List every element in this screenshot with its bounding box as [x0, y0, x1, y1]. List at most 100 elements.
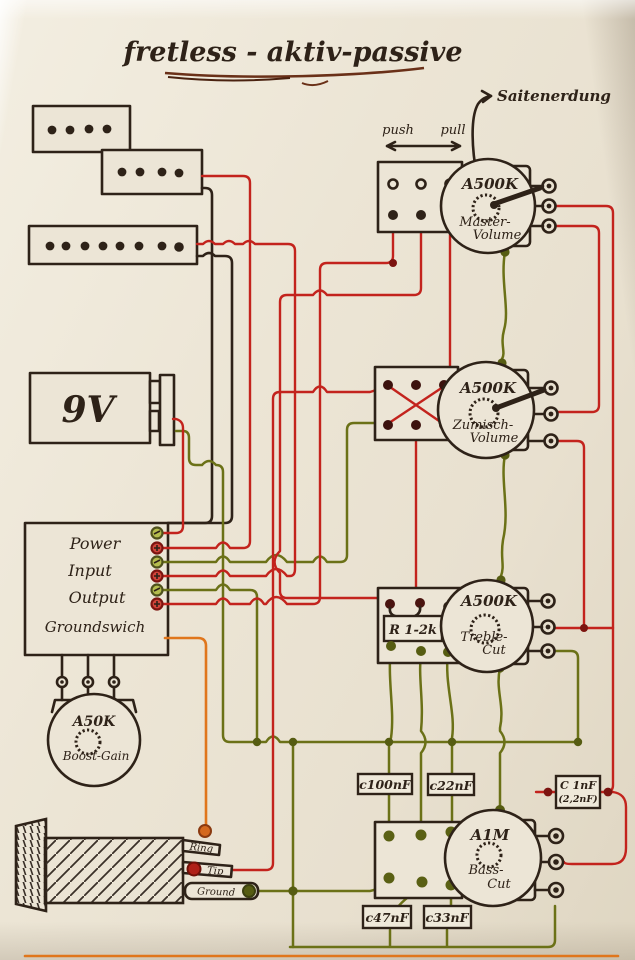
switch2-cross-wires [387, 385, 445, 425]
pot-lugs-blend [543, 380, 559, 449]
wire-switch1-to-switch2 [445, 216, 452, 384]
pot-value-master: A500K [460, 175, 519, 193]
switch-terminal [383, 420, 393, 430]
wire-case-blend-treble [499, 453, 507, 578]
switch-terminal [415, 178, 427, 190]
master-volume-assembly: A500K Master- Volume [376, 157, 557, 255]
preamp-terminals [150, 526, 164, 611]
pot-value-bass: A1M [469, 826, 510, 844]
jack-tab-ground [183, 881, 260, 901]
jack-tip-label: Tip [207, 865, 225, 877]
pot-shaft [469, 613, 501, 645]
junction-dot [288, 737, 298, 747]
jack-ground-label: Ground [197, 886, 235, 898]
preamp-box: Power Input Output Groundswich [23, 521, 170, 657]
pot-shaft [471, 193, 501, 223]
switch-terminal [388, 210, 398, 220]
saitenerdung-arrowhead [480, 89, 493, 104]
cap-c100-label: c100nF [359, 777, 412, 792]
blend-volume-assembly: A500K Zumisch- Volume [373, 360, 559, 460]
pot-body-master [439, 157, 537, 255]
pot-wiper [491, 185, 543, 207]
tip-solder-dot [186, 861, 202, 877]
wire-bottom-ground-bus [288, 904, 557, 949]
wire-switch2-to-rbox [414, 427, 421, 604]
pot-name-master-2: Volume [473, 228, 522, 243]
wire-treble-sw-2 [418, 649, 427, 833]
preamp-input-label: Input [67, 561, 112, 580]
wire-master-lug3-blend [554, 224, 601, 414]
pot-name-boost: Boost-Gain [62, 749, 130, 763]
push-pull-annotation: push pull [382, 123, 466, 152]
resistor-box [382, 614, 444, 643]
switch-terminal [411, 420, 421, 430]
preamp-power-label: Power [69, 534, 122, 553]
cap-c47-label: c47nF [366, 910, 410, 925]
wire-treble-sw-3 [445, 650, 455, 740]
pot-body-treble [439, 578, 535, 674]
junction-dot [447, 737, 457, 747]
junction-dot [580, 624, 588, 632]
ground-solder-dot [242, 884, 256, 898]
preamp-groundswitch-label: Groundswich [45, 618, 146, 636]
switch-terminal [415, 598, 425, 608]
wires-orange [23, 636, 620, 958]
wire-case-treble-bass [497, 666, 506, 807]
wire-groundswitch-to-ring [163, 636, 208, 826]
bass-cut-assembly: A1M Bass- Cut [373, 808, 565, 908]
wire-pickup2-black [166, 251, 234, 525]
pot-shaft [74, 728, 102, 756]
pot-value-blend: A500K [458, 379, 517, 397]
pot-name-master-1: Master- [458, 215, 510, 230]
capacitors: c100nF c22nF C 1nF (2,2nF) c47nF c33nF [356, 772, 602, 930]
title-squiggle [301, 80, 329, 87]
pot-lugs-treble [540, 593, 556, 659]
jack-tab-ring [181, 838, 222, 857]
pot-value-boost: A50K [71, 714, 116, 730]
pickup-neck-half-a [31, 104, 132, 154]
pot-shaft [468, 397, 500, 429]
treble-cut-assembly: R 1-2k A500K Treble- Cut [376, 578, 556, 674]
switch-terminal [385, 599, 395, 609]
preamp-output-label: Output [69, 588, 126, 607]
junction-dot [288, 886, 298, 896]
title-group: fretless - aktiv-passive [121, 37, 463, 87]
page-title: fretless - aktiv-passive [121, 37, 462, 68]
cap-c1-label: C 1nF [560, 779, 597, 792]
wire-blend-lug3-down [556, 439, 586, 630]
title-underline-2 [167, 76, 291, 82]
pickup-neck-half-b [100, 148, 204, 196]
junction-dot [543, 787, 553, 797]
switch-terminal [416, 210, 426, 220]
push-label: push [382, 123, 414, 138]
resistor-label: R 1-2k [388, 623, 437, 638]
wire-switch1-to-rbox [273, 216, 423, 604]
push-pull-arrow [385, 140, 462, 152]
pot-name-treble-1: Treble- [460, 630, 507, 645]
jack-ring-label: Ring [188, 842, 214, 856]
wire-pickup1-hot [160, 174, 252, 550]
ring-solder-dot [198, 824, 212, 838]
switch-terminal [386, 641, 396, 651]
cap-c22 [426, 772, 476, 797]
switch-terminal [387, 178, 399, 190]
boost-gain-assembly: A50K Boost-Gain [46, 653, 142, 788]
switch-terminal [411, 380, 421, 390]
junction-dot [573, 737, 583, 747]
pot-name-blend-1: Zumisch- [452, 418, 514, 433]
switch-terminal [383, 380, 393, 390]
wire-t6-to-switch1 [160, 218, 395, 606]
pot-name-blend-2: Volume [470, 431, 519, 446]
pot-wiper [493, 387, 547, 411]
pot-name-bass-1: Bass- [467, 863, 503, 878]
output-jack: Ring Tip Ground [14, 817, 260, 913]
pot-lugs-master [541, 178, 557, 234]
pull-label: pull [440, 123, 465, 138]
switch-terminal [416, 646, 426, 656]
battery-9v: 9V [28, 371, 176, 447]
cap-c33-label: c33nF [426, 910, 470, 925]
pot-body-boost [46, 692, 142, 788]
saitenerdung-line [471, 94, 493, 179]
wire-ground-to-switch4 [291, 878, 388, 893]
